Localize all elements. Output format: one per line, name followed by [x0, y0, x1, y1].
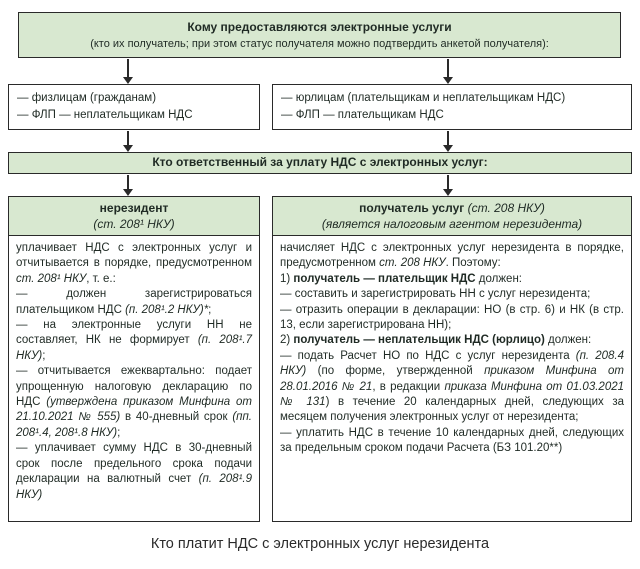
- text-segment: ;: [208, 303, 212, 316]
- service-recipient-subtitle: (является налоговым агентом нерезидента): [321, 217, 583, 231]
- body-paragraph: 2) получатель — неплательщик НДС (юрлицо…: [280, 333, 624, 348]
- arrow-down-icon: [442, 175, 454, 196]
- arrow-shaft: [447, 175, 449, 190]
- body-paragraph: — должен зарегистрироваться плательщиком…: [16, 287, 252, 318]
- text-segment: получатель — неплательщик НДС (юрлицо): [293, 334, 545, 347]
- arrow-head: [123, 145, 133, 152]
- arrow-shaft: [127, 175, 129, 190]
- service-recipient-header-line2: (является налоговым агентом нерезидента): [277, 216, 627, 232]
- text-segment: — составить и зарегистрировать НН с услу…: [280, 288, 591, 301]
- text-segment: . Поэтому:: [445, 257, 501, 270]
- recipients-individuals-box: — физлицам (гражданам) — ФЛП — неплатель…: [8, 84, 260, 130]
- arrow-down-icon: [122, 131, 134, 152]
- recipients-legal-entities-box: — юрлицам (плательщикам и неплательщикам…: [272, 84, 632, 130]
- body-paragraph: — составить и зарегистрировать НН с услу…: [280, 287, 624, 302]
- text-segment: 2): [280, 334, 294, 347]
- text-segment: — на электронные услуги НН не составляет…: [16, 319, 252, 347]
- arrow-head: [443, 189, 453, 196]
- body-paragraph: — уплачивает сумму НДС в 30-дневный срок…: [16, 441, 252, 503]
- text-segment: приказа Минфина от 01.03.2021 № 131: [280, 380, 625, 409]
- text-segment: (п. 208¹.2 НКУ)*: [125, 303, 209, 316]
- text-segment: ;: [117, 426, 121, 439]
- arrow-head: [443, 145, 453, 152]
- text-segment: (п. 208.4 НКУ): [280, 349, 624, 378]
- service-recipient-header: получатель услуг (ст. 208 НКУ) (является…: [273, 197, 631, 236]
- body-paragraph: начисляет НДС с электронных услуг нерези…: [280, 241, 624, 272]
- recipient-line: — физлицам (гражданам): [17, 92, 157, 104]
- recipient-line: — ФЛП — плательщикам НДС: [281, 109, 444, 121]
- body-paragraph: — отразить операции в декларации: НО (в …: [280, 303, 624, 334]
- arrow-head: [123, 189, 133, 196]
- text-segment: — уплатить НДС в течение 10 календарных …: [280, 426, 624, 455]
- body-paragraph: — отчитывается ежеквартально: подает упр…: [16, 364, 252, 441]
- nonresident-header-line1: нерезидент: [13, 200, 255, 216]
- text-segment: (утверждена приказом Минфина от 21.10.20…: [16, 396, 252, 424]
- arrow-head: [443, 77, 453, 84]
- text-segment: (п. 208¹.9 НКУ): [16, 473, 252, 501]
- text-segment: приказом Минфина от 28.01.2016 № 21: [280, 365, 624, 393]
- body-paragraph: — подать Расчет НО по НДС с услуг нерези…: [280, 349, 624, 426]
- recipient-line: — ФЛП — неплательщикам НДС: [17, 109, 193, 121]
- text-segment: — подать Расчет НО по НДС с услуг нерези…: [280, 349, 576, 362]
- text-segment: — уплачивает сумму НДС в 30-дневный срок…: [16, 442, 252, 486]
- arrow-down-icon: [122, 175, 134, 196]
- text-segment: — должен зарегистрироваться плательщиком…: [16, 288, 252, 316]
- figure-caption: Кто платит НДС с электронных услуг нерез…: [150, 536, 490, 552]
- text-segment: , т. е.:: [86, 272, 116, 285]
- text-segment: ) в течение 20 календарных дней, следующ…: [280, 396, 624, 424]
- text-segment: ;: [42, 349, 46, 362]
- top-header-box: Кому предоставляются электронные услуги …: [18, 12, 621, 58]
- responsible-bar: Кто ответственный за уплату НДС с электр…: [8, 152, 632, 174]
- top-box-subtitle: (кто их получатель; при этом статус полу…: [90, 38, 549, 50]
- nonresident-header-line2: (ст. 208¹ НКУ): [13, 216, 255, 232]
- arrow-down-icon: [122, 59, 134, 84]
- nonresident-column: нерезидент (ст. 208¹ НКУ) уплачивает НДС…: [8, 196, 260, 522]
- service-recipient-column: получатель услуг (ст. 208 НКУ) (является…: [272, 196, 632, 522]
- arrow-head: [123, 77, 133, 84]
- text-segment: — отчитывается ежеквартально: подает упр…: [16, 365, 252, 409]
- service-recipient-title: получатель услуг: [359, 201, 465, 215]
- text-segment: ст. 208 НКУ: [379, 257, 446, 270]
- text-segment: уплачивает НДС с электронных услуг и отч…: [16, 242, 252, 270]
- service-recipient-title-ref: (ст. 208 НКУ): [464, 201, 545, 215]
- arrow-down-icon: [442, 59, 454, 84]
- body-paragraph: — на электронные услуги НН не составляет…: [16, 318, 252, 364]
- text-segment: (пп. 208¹.4, 208¹.8 НКУ): [16, 411, 252, 439]
- text-segment: (по форме, утвержденной: [306, 365, 485, 378]
- nonresident-title: нерезидент: [99, 201, 169, 215]
- nonresident-header: нерезидент (ст. 208¹ НКУ): [9, 197, 259, 236]
- text-segment: должен:: [544, 334, 592, 347]
- recipient-line: — юрлицам (плательщикам и неплательщикам…: [281, 92, 566, 104]
- body-paragraph: уплачивает НДС с электронных услуг и отч…: [16, 241, 252, 287]
- arrow-shaft: [447, 131, 449, 146]
- text-segment: (п. 208¹.7 НКУ): [16, 334, 253, 362]
- arrow-shaft: [447, 59, 449, 78]
- text-segment: ст. 208¹ НКУ: [16, 272, 87, 285]
- text-segment: должен:: [475, 272, 523, 285]
- arrow-shaft: [127, 59, 129, 78]
- arrow-shaft: [127, 131, 129, 146]
- text-segment: начисляет НДС с электронных услуг нерези…: [280, 242, 624, 270]
- text-segment: , в редакции: [372, 380, 445, 393]
- text-segment: 1): [280, 272, 294, 285]
- service-recipient-header-line1: получатель услуг (ст. 208 НКУ): [277, 200, 627, 216]
- top-box-title: Кому предоставляются электронные услуги: [187, 20, 452, 34]
- body-paragraph: — уплатить НДС в течение 10 календарных …: [280, 426, 624, 457]
- text-segment: получатель — плательщик НДС: [293, 272, 476, 285]
- text-segment: в 40-дневный срок: [120, 411, 233, 424]
- body-paragraph: 1) получатель — плательщик НДС должен:: [280, 272, 624, 287]
- text-segment: — отразить операции в декларации: НО (в …: [280, 303, 624, 332]
- nonresident-subtitle: (ст. 208¹ НКУ): [93, 217, 175, 231]
- nonresident-body: уплачивает НДС с электронных услуг и отч…: [9, 236, 259, 508]
- arrow-down-icon: [442, 131, 454, 152]
- service-recipient-body: начисляет НДС с электронных услуг нерези…: [273, 236, 631, 462]
